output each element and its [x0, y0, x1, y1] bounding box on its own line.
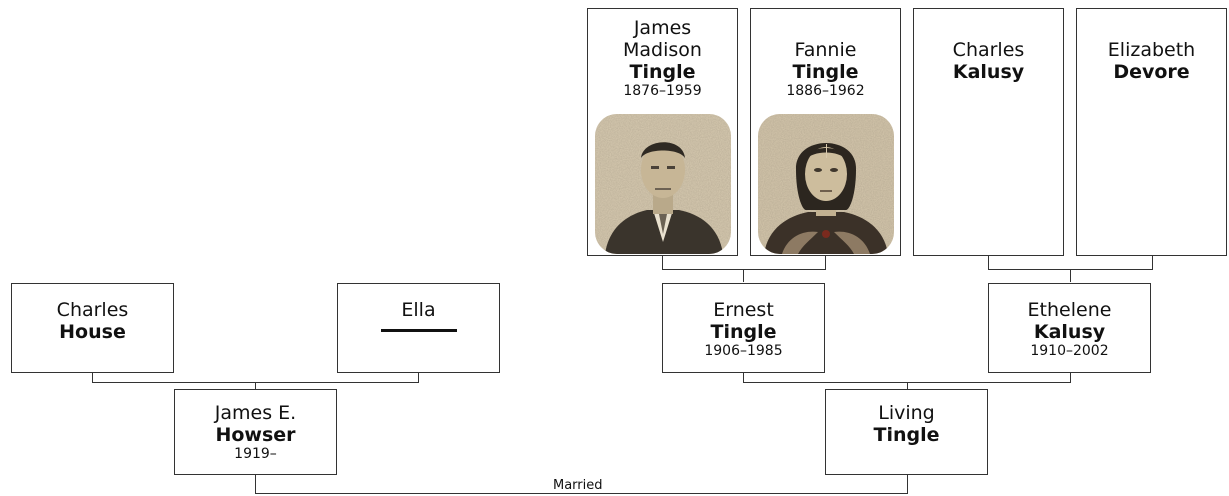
given-name: James E. [214, 402, 297, 424]
connector-line [988, 255, 989, 269]
portrait-photo [595, 114, 731, 254]
surname: Tingle [629, 61, 696, 83]
person-card-charles-kalusy[interactable]: Charles Kalusy [913, 8, 1064, 256]
life-dates: 1919– [234, 446, 277, 462]
connector-line [1070, 269, 1071, 282]
connector-line [662, 255, 663, 269]
married-label: Married [553, 478, 603, 493]
portrait-photo [758, 114, 894, 254]
person-card-charles-house[interactable]: Charles House [11, 283, 174, 373]
marriage-line [255, 474, 256, 493]
given-name: Ernest [713, 299, 774, 321]
given-name: Charles [952, 39, 1025, 61]
person-card-fannie-tingle[interactable]: Fannie Tingle 1886–1962 [750, 8, 901, 256]
given-name: James Madison [623, 17, 702, 61]
marriage-line [907, 474, 908, 493]
given-name: Fannie [794, 39, 857, 61]
person-card-living-tingle[interactable]: Living Tingle [825, 389, 988, 475]
connector-line [743, 269, 744, 282]
connector-line [743, 372, 744, 382]
person-card-james-madison-tingle[interactable]: James Madison Tingle 1876–1959 [587, 8, 738, 256]
connector-line [1070, 372, 1071, 382]
surname: Kalusy [1033, 321, 1106, 343]
person-card-ernest-tingle[interactable]: Ernest Tingle 1906–1985 [662, 283, 825, 373]
unknown-surname-line [380, 329, 457, 332]
surname: Tingle [710, 321, 777, 343]
surname: Howser [215, 424, 296, 446]
person-card-ella[interactable]: Ella [337, 283, 500, 373]
connector-line [255, 382, 256, 389]
given-name: Elizabeth [1107, 39, 1196, 61]
connector-line [418, 372, 419, 382]
surname: House [59, 321, 126, 343]
connector-line [907, 382, 908, 389]
life-dates: 1886–1962 [786, 83, 865, 99]
person-card-elizabeth-devore[interactable]: Elizabeth Devore [1076, 8, 1227, 256]
given-name: Ella [401, 299, 436, 321]
life-dates: 1876–1959 [623, 83, 702, 99]
connector-line [662, 269, 826, 270]
connector-line [1152, 255, 1153, 269]
surname: Tingle [873, 424, 940, 446]
person-card-james-e-howser[interactable]: James E. Howser 1919– [174, 389, 337, 475]
connector-line [92, 372, 93, 382]
given-name: Charles [56, 299, 129, 321]
life-dates: 1906–1985 [704, 343, 783, 359]
person-card-ethelene-kalusy[interactable]: Ethelene Kalusy 1910–2002 [988, 283, 1151, 373]
given-name: Ethelene [1027, 299, 1112, 321]
surname: Kalusy [952, 61, 1025, 83]
marriage-line [255, 493, 908, 494]
life-dates: 1910–2002 [1030, 343, 1109, 359]
connector-line [825, 255, 826, 269]
given-name: Living [878, 402, 935, 424]
surname: Devore [1113, 61, 1190, 83]
surname: Tingle [792, 61, 859, 83]
